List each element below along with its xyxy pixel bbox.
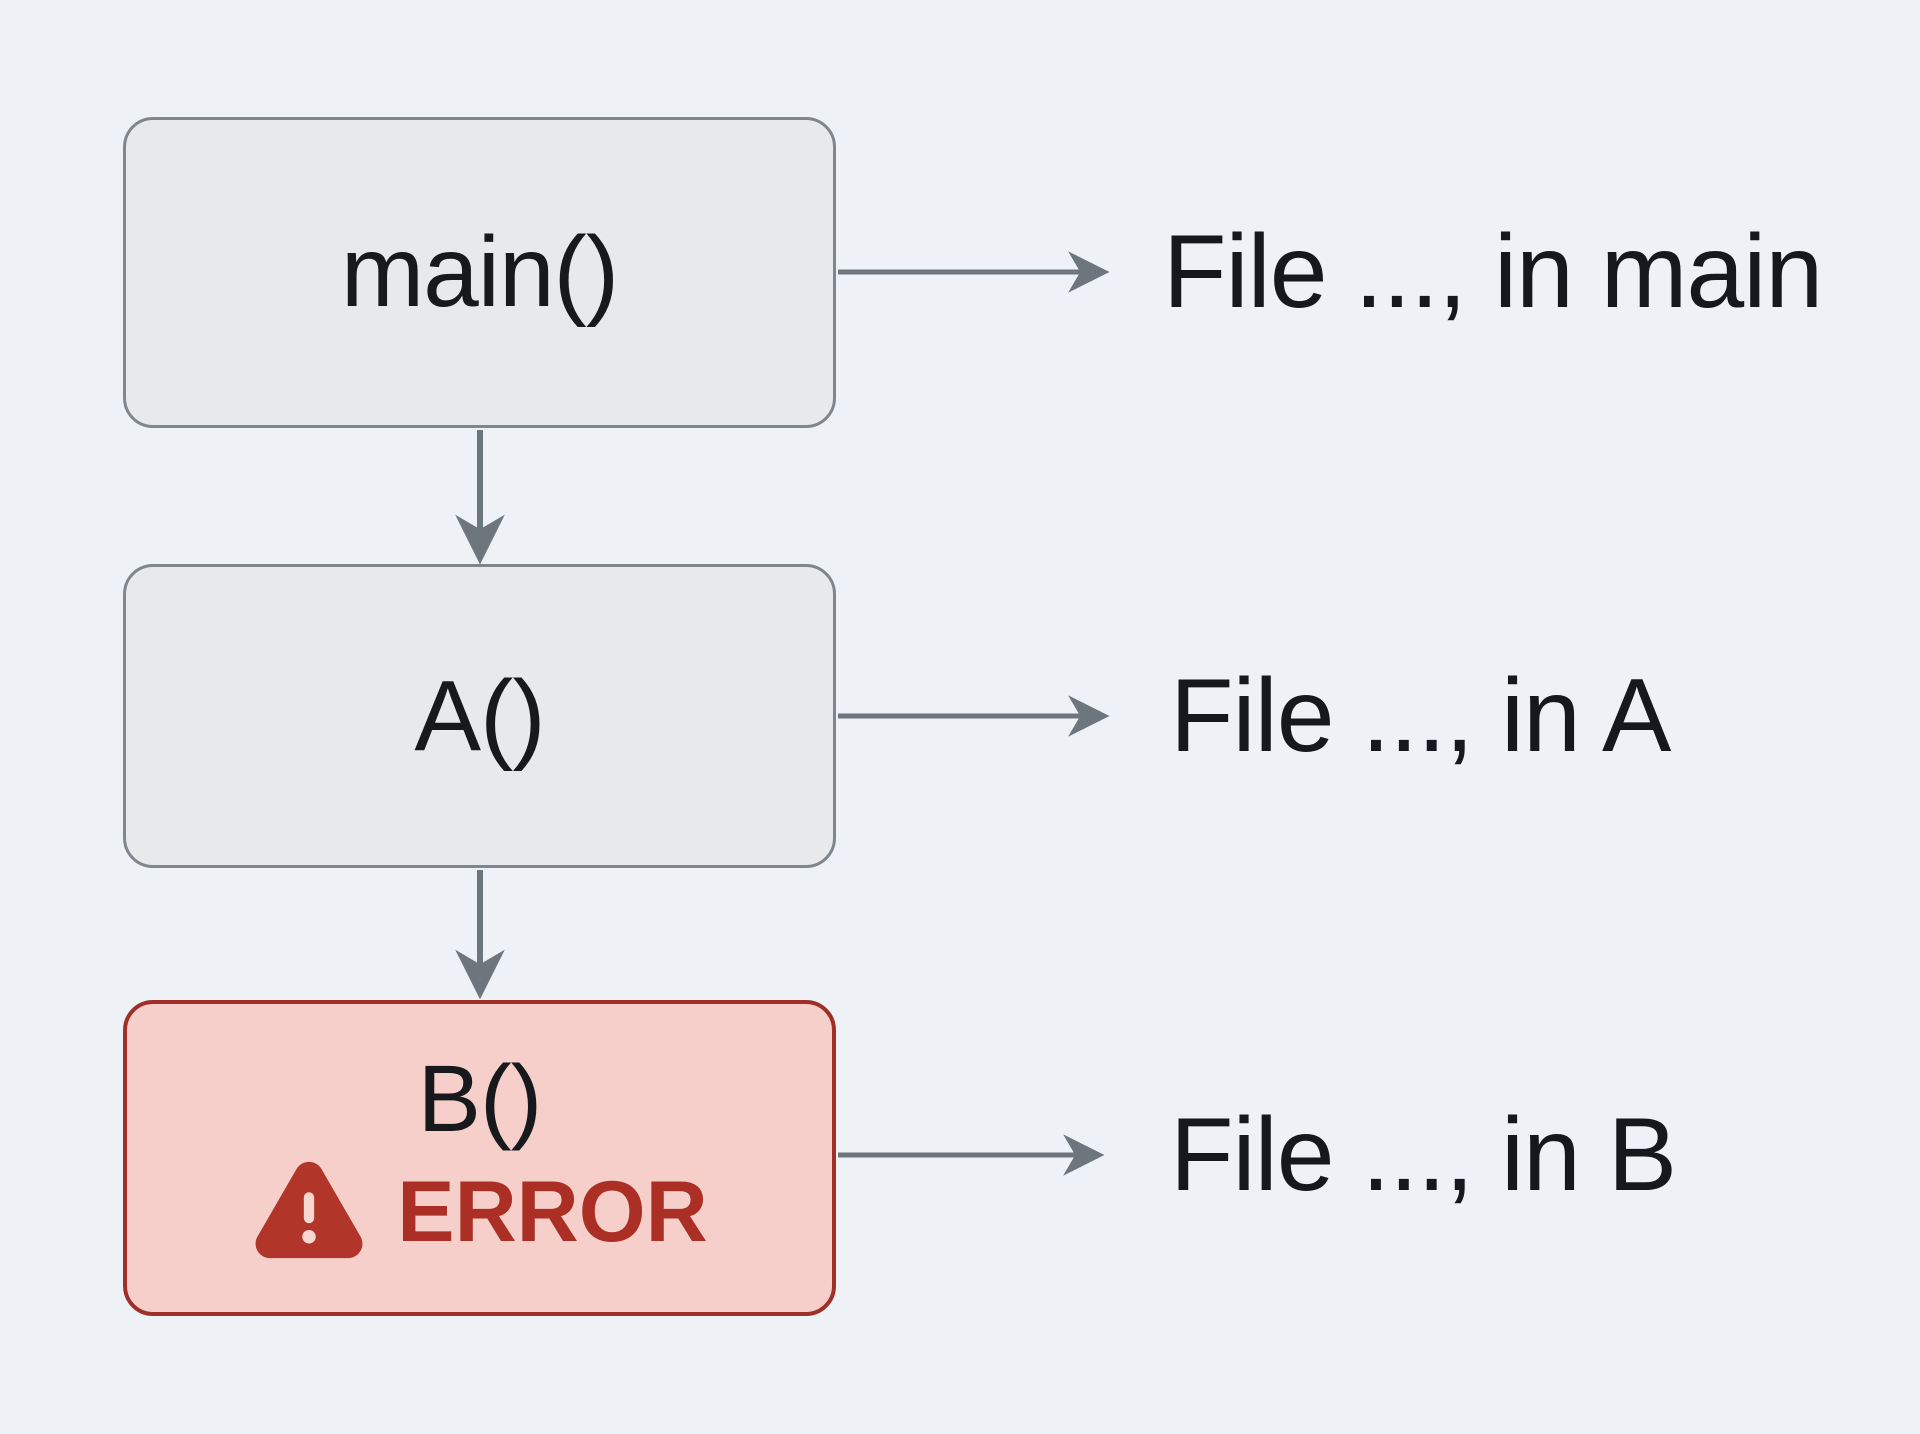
annotation-file-in-a: File ..., in A — [1170, 658, 1671, 774]
node-b-error: B() ERROR — [123, 1000, 836, 1316]
annotation-file-in-main: File ..., in main — [1163, 214, 1823, 330]
node-a: A() — [123, 564, 836, 868]
node-main: main() — [123, 117, 836, 428]
node-b-label: B() — [417, 1046, 543, 1153]
node-main-label: main() — [340, 216, 619, 328]
node-a-label: A() — [414, 659, 545, 772]
error-status-label: ERROR — [397, 1163, 708, 1260]
annotation-file-in-b: File ..., in B — [1170, 1097, 1677, 1213]
error-status-row: ERROR — [251, 1158, 708, 1266]
warning-triangle-icon — [251, 1158, 367, 1266]
